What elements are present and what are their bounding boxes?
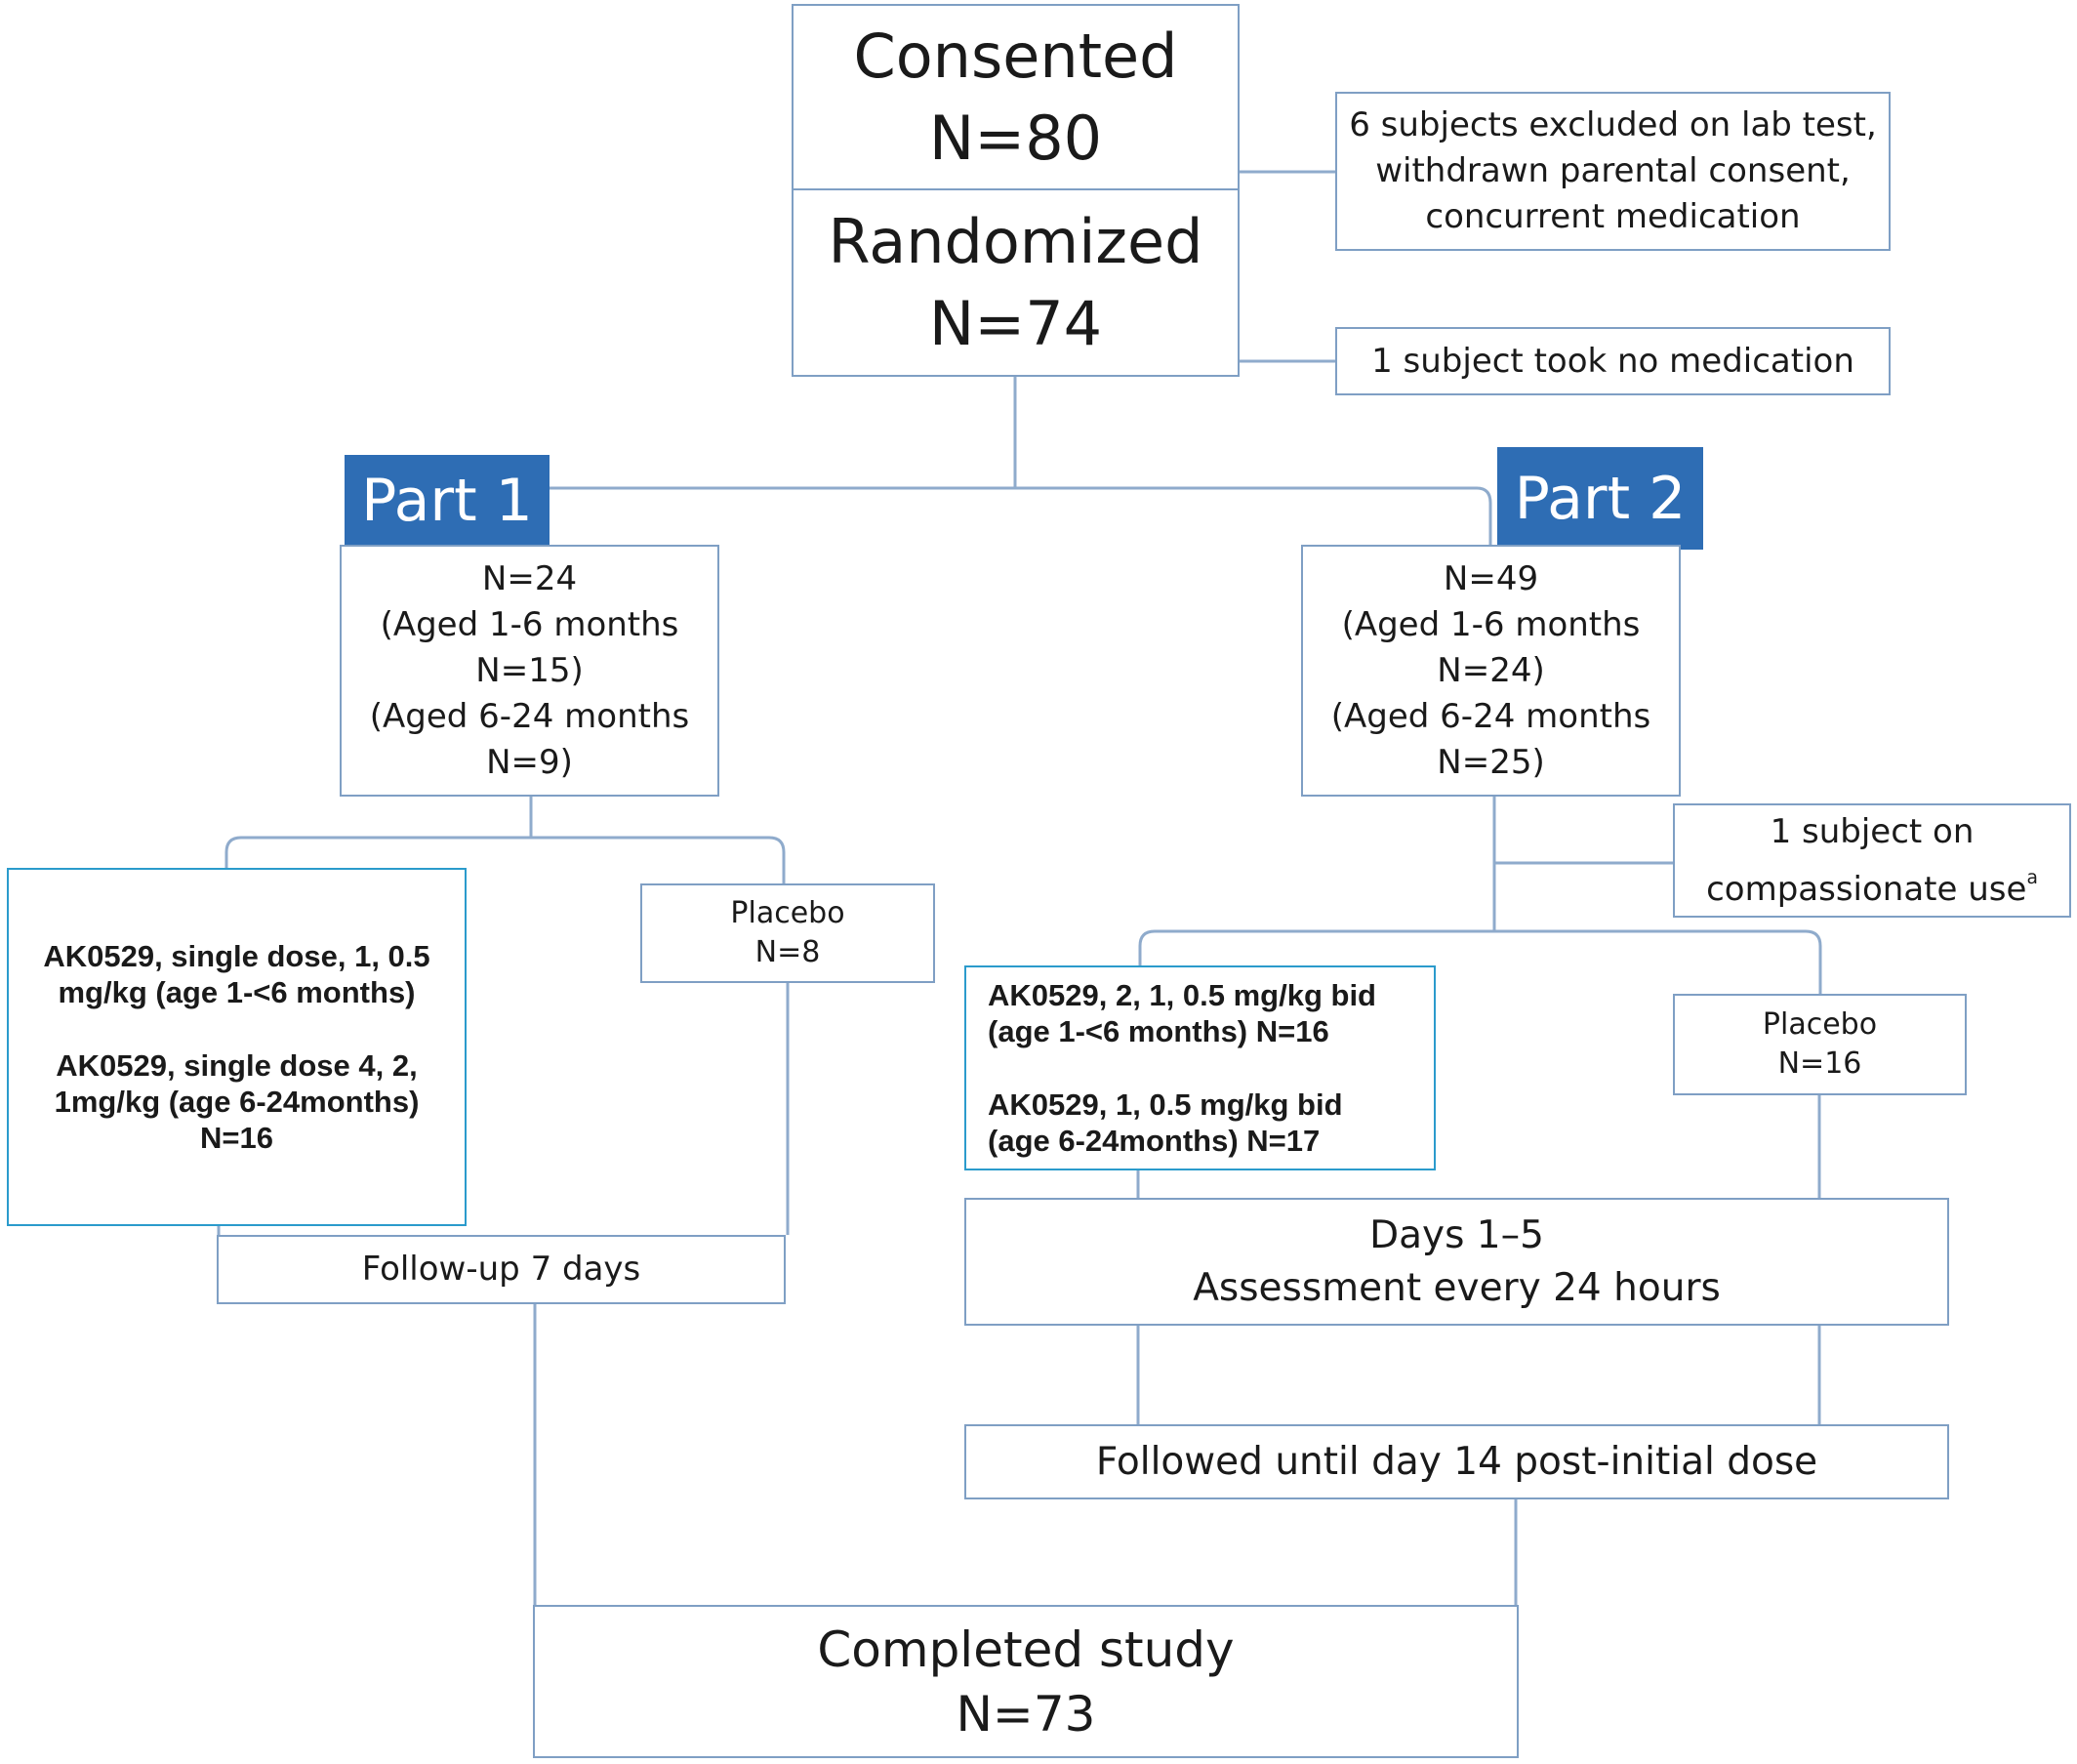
part2-placebo-box: Placebo N=16 — [1673, 994, 1967, 1095]
part2-total: N=49 — [1443, 558, 1539, 598]
part1-age-group-2-count: N=9) — [486, 742, 573, 782]
part2-followup-text: Followed until day 14 post-initial dose — [1095, 1439, 1818, 1484]
part1-active-text-1: AK0529, single dose, 1, 0.5 mg/kg (age 1… — [43, 939, 430, 1009]
part2-age-group-1: (Aged 1-6 months — [1341, 604, 1641, 644]
part2-active-text-1: AK0529, 2, 1, 0.5 mg/kg bid (age 1-<6 mo… — [988, 978, 1376, 1048]
randomized-title: Randomized — [828, 205, 1203, 277]
part1-age-group-2: (Aged 6-24 months — [369, 696, 690, 736]
connector-to-part2 — [1015, 486, 1492, 547]
exclusions-line-2: withdrawn parental consent, — [1375, 151, 1851, 190]
part1-summary-box: N=24 (Aged 1-6 months N=15) (Aged 6-24 m… — [340, 545, 719, 797]
part2-active-box: AK0529, 2, 1, 0.5 mg/kg bid (age 1-<6 mo… — [964, 965, 1436, 1170]
part2-age-group-1-count: N=24) — [1437, 650, 1545, 690]
part1-age-group-1-count: N=15) — [475, 650, 584, 690]
footnote-marker: a — [2026, 867, 2038, 888]
assessment-frequency: Assessment every 24 hours — [1193, 1265, 1721, 1310]
part1-active-box: AK0529, single dose, 1, 0.5 mg/kg (age 1… — [7, 868, 467, 1226]
compassionate-line-1: 1 subject on — [1770, 811, 1975, 851]
part2-placebo-count: N=16 — [1777, 1046, 1862, 1081]
consented-title: Consented — [853, 20, 1178, 92]
part2-summary-box: N=49 (Aged 1-6 months N=24) (Aged 6-24 m… — [1301, 545, 1681, 797]
no-medication-text: 1 subject took no medication — [1371, 341, 1854, 381]
part2-label: Part 2 — [1497, 447, 1703, 550]
completed-count: N=73 — [956, 1685, 1096, 1743]
part2-active-text-2: AK0529, 1, 0.5 mg/kg bid (age 6-24months… — [988, 1087, 1343, 1158]
part2-age-group-2-count: N=25) — [1437, 742, 1545, 782]
part1-placebo-box: Placebo N=8 — [640, 883, 935, 983]
consented-count: N=80 — [928, 102, 1103, 174]
consented-box: Consented N=80 — [792, 4, 1240, 190]
compassionate-line-2-text: compassionate use — [1706, 869, 2027, 909]
part1-label: Part 1 — [345, 455, 550, 547]
part1-placebo-count: N=8 — [754, 935, 821, 969]
part1-active-text-2: AK0529, single dose 4, 2, 1mg/kg (age 6-… — [54, 1048, 420, 1155]
part1-placebo-label: Placebo — [730, 896, 845, 930]
compassionate-line-2: compassionate usea — [1706, 855, 2038, 913]
randomized-count: N=74 — [928, 287, 1103, 359]
part1-followup-box: Follow-up 7 days — [217, 1235, 786, 1304]
exclusions-box: 6 subjects excluded on lab test, withdra… — [1335, 92, 1891, 251]
randomized-box: Randomized N=74 — [792, 188, 1240, 377]
assessment-box: Days 1–5 Assessment every 24 hours — [964, 1198, 1949, 1326]
part2-placebo-label: Placebo — [1762, 1007, 1878, 1042]
part1-followup-text: Follow-up 7 days — [361, 1250, 641, 1289]
part2-age-group-2: (Aged 6-24 months — [1330, 696, 1651, 736]
compassionate-use-box: 1 subject on compassionate usea — [1673, 803, 2071, 918]
completed-box: Completed study N=73 — [533, 1605, 1519, 1758]
part1-age-group-1: (Aged 1-6 months — [380, 604, 679, 644]
exclusions-line-1: 6 subjects excluded on lab test, — [1349, 105, 1877, 144]
assessment-days: Days 1–5 — [1369, 1212, 1544, 1257]
connector-part1-branches — [224, 836, 786, 883]
completed-title: Completed study — [817, 1620, 1235, 1678]
no-medication-box: 1 subject took no medication — [1335, 327, 1891, 395]
part1-total: N=24 — [481, 558, 578, 598]
exclusions-line-3: concurrent medication — [1425, 197, 1801, 236]
connector-part2-branches — [1138, 929, 1822, 994]
part2-followup-box: Followed until day 14 post-initial dose — [964, 1424, 1949, 1499]
